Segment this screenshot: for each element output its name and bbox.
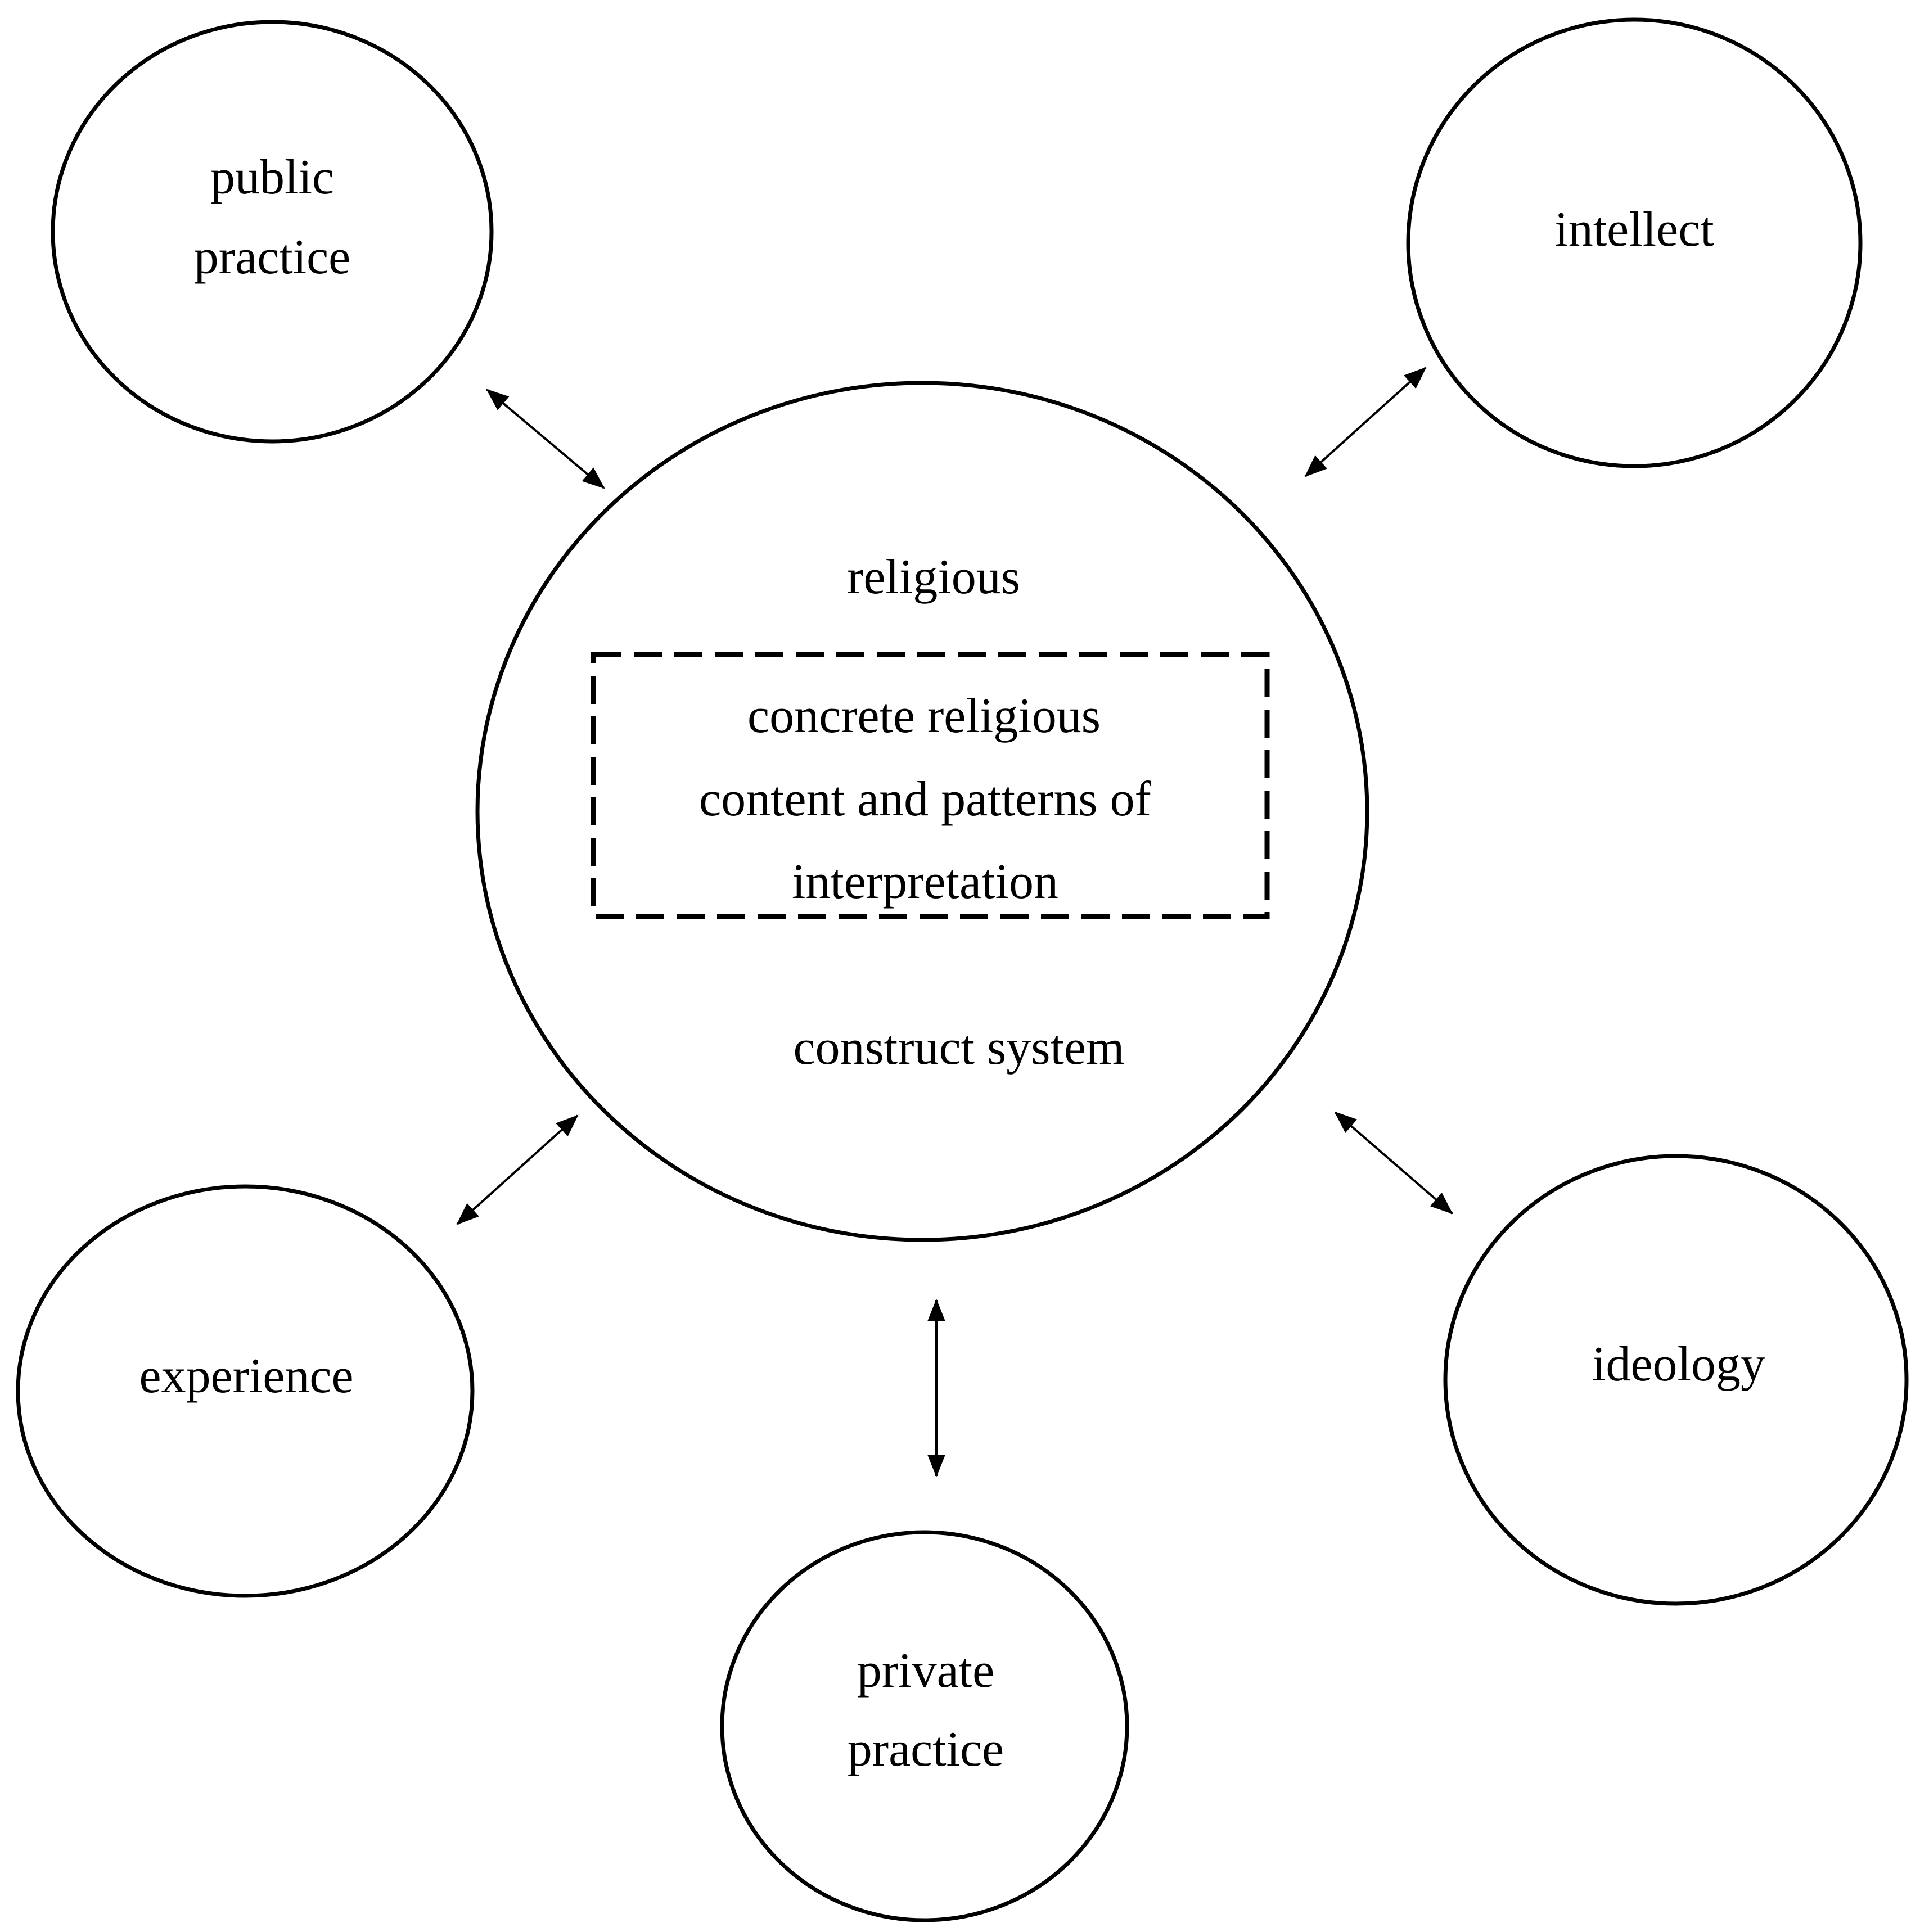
node-intellect: intellect — [1406, 17, 1863, 468]
node-ideology: ideology — [1443, 1154, 1909, 1606]
central-top-label: religious — [847, 550, 1020, 604]
box-line-1: concrete religious — [747, 689, 1101, 743]
public-practice-label-line-1: public — [210, 150, 334, 205]
private-practice-label-line-1: private — [857, 1644, 994, 1698]
central-node: religious concrete religious content and… — [475, 381, 1369, 1242]
arrow-experience — [456, 1114, 579, 1225]
node-public-practice: public practice — [51, 20, 494, 444]
interpretation-box — [591, 652, 1270, 919]
box-line-3: interpretation — [792, 855, 1058, 909]
private-practice-label-line-2: practice — [848, 1722, 1004, 1777]
connectors — [456, 367, 1453, 1477]
arrow-intellect — [1304, 367, 1427, 477]
node-experience: experience — [16, 1184, 475, 1598]
central-circle — [475, 381, 1369, 1242]
central-bottom-label: construct system — [793, 1021, 1124, 1075]
box-line-2: content and patterns of — [699, 772, 1152, 827]
node-private-practice: private practice — [720, 1530, 1129, 1922]
private-practice-circle — [720, 1530, 1129, 1922]
ideology-label: ideology — [1592, 1337, 1765, 1392]
intellect-label: intellect — [1554, 202, 1714, 257]
ideology-circle — [1443, 1154, 1909, 1606]
public-practice-circle — [51, 20, 494, 444]
arrow-ideology — [1334, 1111, 1453, 1215]
experience-circle — [16, 1184, 475, 1598]
intellect-circle — [1406, 17, 1863, 468]
arrow-public-practice — [486, 389, 605, 489]
experience-label: experience — [139, 1349, 353, 1403]
public-practice-label-line-2: practice — [194, 230, 350, 285]
